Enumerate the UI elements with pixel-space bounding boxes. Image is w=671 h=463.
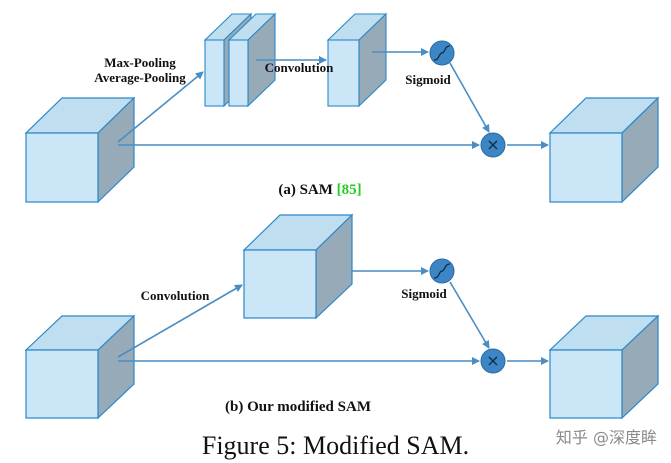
caption-b: (b) Our modified SAM (225, 399, 371, 415)
caption-a-text: (a) SAM (278, 182, 336, 198)
caption-a: (a) SAM [85] (278, 182, 361, 198)
conv-output-map-a (326, 12, 388, 108)
convolution-label-a: Convolution (265, 60, 334, 75)
conv-output-cube-b (242, 213, 354, 320)
watermark: 知乎 @深度眸 (555, 428, 657, 447)
input-feature-cube-a (24, 96, 136, 204)
sigmoid-label-a: Sigmoid (405, 72, 451, 87)
arrow-sigmoid-to-multiply (449, 62, 490, 133)
max-pooling-label: Max-Pooling (104, 55, 176, 70)
panel-a: × Max-Pooling Average-Pooling Convolutio… (24, 12, 660, 204)
caption-a-reference-link[interactable]: [85] (337, 182, 362, 198)
input-feature-cube-b (24, 314, 136, 420)
arrow-input-to-pooling (117, 71, 204, 143)
sigmoid-icon-a (429, 40, 455, 66)
output-feature-cube-a (548, 96, 660, 204)
pooled-map-average (227, 12, 277, 108)
arrow-sigmoid-to-multiply-b (449, 281, 490, 349)
convolution-label-b: Convolution (141, 288, 210, 303)
average-pooling-label: Average-Pooling (94, 70, 186, 85)
multiply-op-b: × (480, 348, 506, 374)
multiply-icon-b: × (486, 351, 499, 370)
output-feature-cube-b (548, 314, 660, 420)
figure-caption: Figure 5: Modified SAM. (201, 431, 470, 460)
multiply-op-a: × (480, 132, 506, 158)
sigmoid-label-b: Sigmoid (401, 286, 447, 301)
sigmoid-icon-b (429, 258, 455, 284)
multiply-icon-a: × (486, 135, 499, 154)
arrow-input-to-conv-b (117, 284, 243, 358)
panel-b: × Convolution Sigmoid (b) Our modified S… (24, 213, 660, 420)
